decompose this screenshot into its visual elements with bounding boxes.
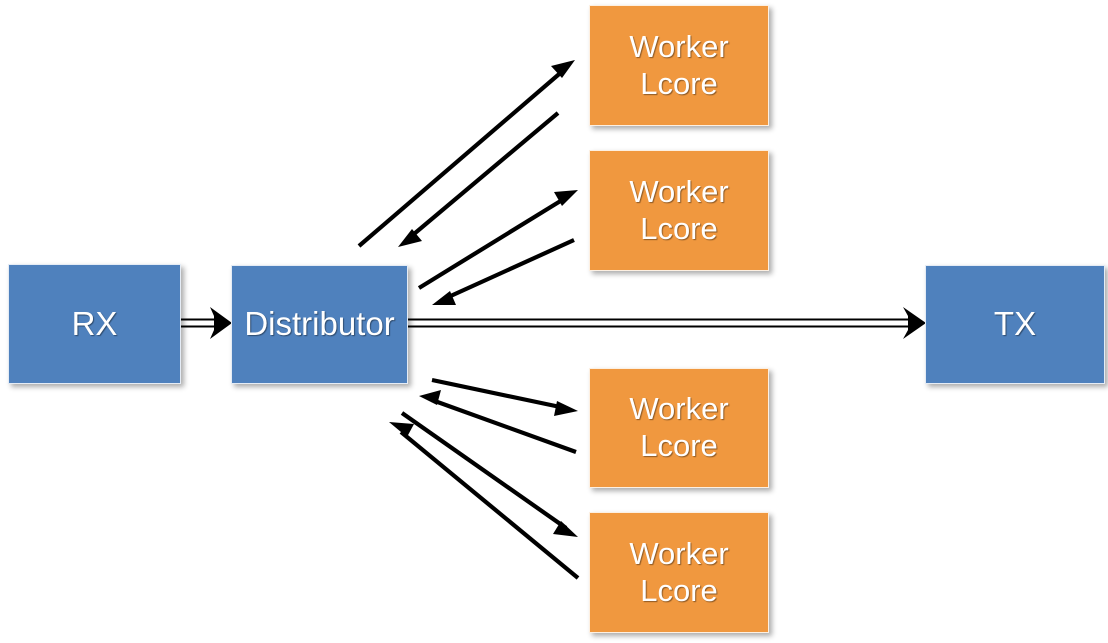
node-worker-lcore-2[interactable]: Worker Lcore bbox=[589, 150, 769, 271]
arrow-distributor-to-worker2 bbox=[417, 190, 578, 290]
node-worker-lcore-1[interactable]: Worker Lcore bbox=[589, 5, 769, 126]
arrow-worker4-to-distributor bbox=[389, 422, 580, 580]
arrow-distributor-to-worker1 bbox=[357, 60, 575, 248]
arrow-worker1-to-distributor bbox=[398, 111, 560, 247]
node-worker-lcore-4[interactable]: Worker Lcore bbox=[589, 512, 769, 633]
node-distributor[interactable]: Distributor bbox=[231, 265, 408, 384]
arrow-worker2-to-distributor bbox=[432, 238, 575, 305]
arrow-distributor-to-worker4 bbox=[400, 411, 578, 537]
node-worker-lcore-3-label: Worker Lcore bbox=[629, 391, 729, 463]
node-worker-lcore-2-label: Worker Lcore bbox=[629, 173, 729, 246]
node-distributor-label: Distributor bbox=[244, 305, 395, 343]
arrow-distributor-to-tx bbox=[408, 307, 926, 339]
node-rx[interactable]: RX bbox=[8, 264, 181, 384]
node-tx[interactable]: TX bbox=[925, 265, 1105, 384]
node-tx-label: TX bbox=[993, 305, 1037, 343]
node-worker-lcore-3[interactable]: Worker Lcore bbox=[589, 368, 769, 488]
arrow-rx-to-distributor bbox=[181, 307, 232, 339]
arrow-distributor-to-worker3 bbox=[431, 377, 578, 416]
arrow-worker3-to-distributor bbox=[419, 390, 577, 454]
node-rx-label: RX bbox=[71, 304, 118, 342]
node-worker-lcore-4-label: Worker Lcore bbox=[629, 535, 729, 608]
node-worker-lcore-1-label: Worker Lcore bbox=[629, 28, 729, 101]
